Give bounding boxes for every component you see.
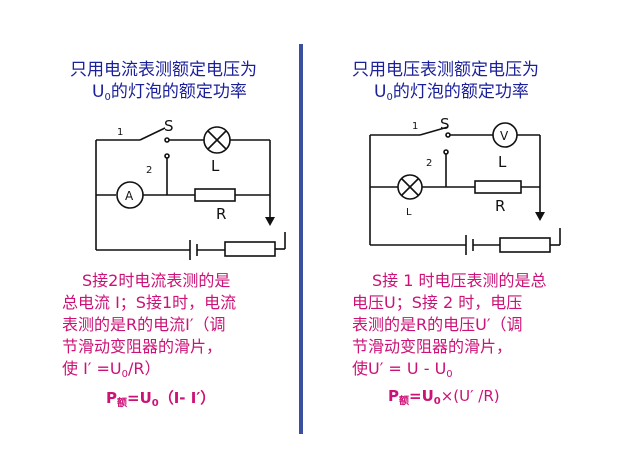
left-slider-arrow — [265, 217, 275, 226]
right-formula: P额=U0×(U′ /R) — [388, 387, 500, 407]
right-desc-line3: 表测的是R的电压U′（调 — [352, 315, 523, 334]
left-description: S接2时电流表测的是 总电流 I；S接1时，电流 表测的是R的电流I′（调 节滑… — [62, 270, 236, 386]
left-formula-p: P — [106, 389, 117, 407]
left-desc-line1: S接2时电流表测的是 — [82, 271, 231, 290]
left-switch-contact-2 — [164, 153, 170, 159]
right-circuit: 1 2 S L L R V — [369, 115, 561, 255]
right-resistor-icon — [474, 180, 522, 194]
right-title-line1: 只用电压表测额定电压为 — [352, 60, 539, 80]
right-label-1: 1 — [412, 121, 418, 132]
left-title-line2: U0的灯泡的额定功率 — [92, 82, 247, 108]
left-formula-rest: （I- I′） — [158, 389, 216, 407]
left-rheostat-icon — [224, 241, 276, 257]
right-switch-blade — [419, 126, 449, 136]
right-formula-rest: ×(U′ /R) — [440, 387, 500, 405]
right-title-u-sub: 0 — [386, 92, 393, 103]
right-desc-line5-pre: 使U′ = U - U — [352, 359, 447, 378]
left-desc-line3: 表测的是R的电流I′（调 — [62, 315, 226, 334]
right-formula-p: P — [388, 387, 399, 405]
right-desc-line5-sub: 0 — [446, 369, 453, 380]
left-desc-line5-post: /R） — [128, 359, 161, 378]
left-desc-line2: 总电流 I；S接1时，电流 — [62, 293, 237, 312]
right-description: S接 1 时电压表测的是总 电压U；S接 2 时，电压 表测的是R的电压U′（调… — [352, 270, 547, 386]
left-label-r: R — [216, 205, 226, 223]
right-label-r: R — [495, 197, 505, 215]
left-label-l: L — [211, 157, 220, 175]
right-desc-line1: S接 1 时电压表测的是总 — [372, 271, 547, 290]
left-desc-line5-pre: 使 I′ =U — [62, 359, 122, 378]
left-formula: P额=U0（I- I′） — [106, 387, 215, 409]
right-desc-line5: 使U′ = U - U0 — [352, 358, 547, 386]
left-label-a: A — [125, 189, 134, 203]
left-label-1: 1 — [117, 127, 123, 138]
left-formula-u-sub: 0 — [151, 398, 159, 409]
left-title-u-sub: 0 — [104, 92, 111, 103]
right-label-v: V — [500, 129, 509, 143]
left-resistor-icon — [194, 188, 236, 202]
right-label-2: 2 — [426, 158, 432, 169]
left-title-u: U — [92, 82, 105, 102]
left-label-2: 2 — [146, 165, 152, 176]
right-lamp-cross-b — [401, 178, 419, 196]
right-slider-arrow — [535, 212, 545, 221]
left-title-rest: 的灯泡的额定功率 — [110, 82, 247, 102]
right-formula-p-sub: 额 — [399, 396, 409, 407]
left-desc-line4: 节滑动变阻器的滑片， — [62, 337, 223, 356]
left-switch-contact-1 — [164, 137, 170, 143]
right-switch-contact-2 — [443, 149, 449, 155]
right-title-u: U — [374, 82, 387, 102]
right-desc-line4: 节滑动变阻器的滑片， — [352, 337, 513, 356]
right-formula-u-sub: 0 — [433, 396, 441, 407]
left-label-s: S — [164, 117, 174, 135]
right-rheostat-icon — [499, 237, 551, 253]
right-label-l-left: L — [406, 207, 412, 218]
left-title-line1: 只用电流表测额定电压为 — [70, 60, 257, 80]
left-switch-blade — [139, 127, 166, 141]
left-desc-line5-sub: 0 — [121, 369, 129, 380]
right-title-line2: U0的灯泡的额定功率 — [374, 82, 529, 108]
right-switch-contact-1 — [445, 132, 451, 138]
right-label-s: S — [440, 115, 450, 133]
right-title-rest: 的灯泡的额定功率 — [392, 82, 529, 102]
left-circuit: 1 2 S L R A — [95, 117, 286, 260]
left-desc-line5: 使 I′ =U0/R） — [62, 358, 236, 386]
left-formula-eq: =U — [127, 389, 152, 407]
center-divider — [299, 44, 303, 434]
right-desc-line2: 电压U；S接 2 时，电压 — [352, 293, 523, 312]
left-formula-p-sub: 额 — [117, 398, 127, 409]
right-label-l-top: L — [498, 153, 507, 171]
left-lamp-cross-b — [207, 130, 227, 150]
right-formula-eq: =U — [409, 387, 434, 405]
